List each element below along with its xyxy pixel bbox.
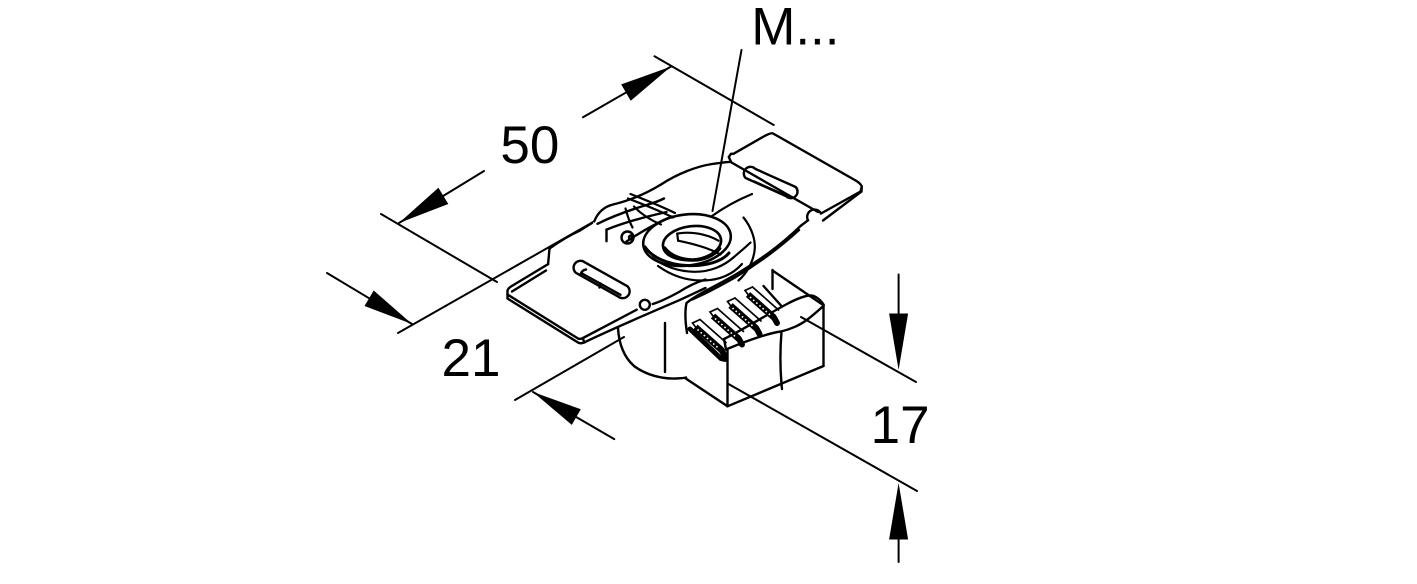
svg-text:21: 21 [442,329,501,388]
svg-text:M...: M... [751,0,839,57]
svg-text:17: 17 [871,396,930,455]
svg-text:50: 50 [500,116,559,175]
